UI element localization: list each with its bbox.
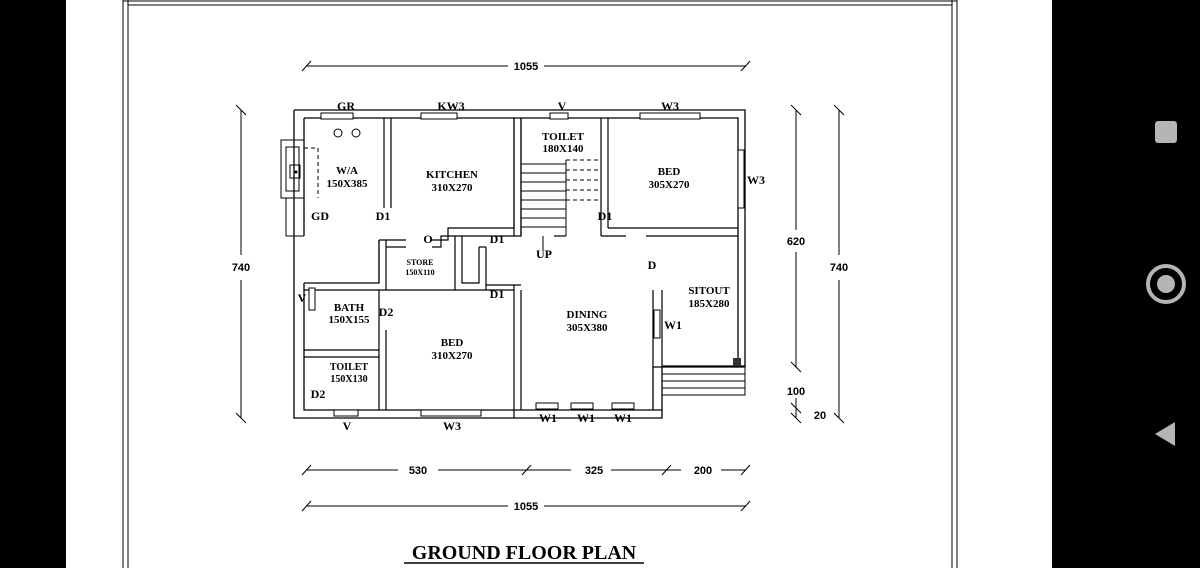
recent-apps-button[interactable] xyxy=(1144,110,1188,154)
label-w1-right: W1 xyxy=(664,318,682,332)
label-gr: GR xyxy=(337,99,355,113)
room-bed-bottom-size: 310X270 xyxy=(432,350,473,362)
room-dining-name: DINING xyxy=(567,309,608,321)
square-icon xyxy=(1155,121,1177,143)
room-store-size: 150X110 xyxy=(405,268,434,277)
room-store-name: STORE xyxy=(407,258,434,267)
label-up: UP xyxy=(536,247,552,261)
room-bed-top-size: 305X270 xyxy=(649,179,690,191)
room-sitout-size: 185X280 xyxy=(689,298,730,310)
label-d2-toilet: D2 xyxy=(311,387,326,401)
label-w3-top: W3 xyxy=(661,99,679,113)
room-bath-size: 150X155 xyxy=(329,314,370,326)
dim-bottom-seg2: 325 xyxy=(585,465,603,477)
room-toilet-bottom-name: TOILET xyxy=(330,362,368,373)
label-kw3: KW3 xyxy=(437,99,464,113)
floor-plan-drawing: 1055 740 620 740 100 20 530 325 200 1055… xyxy=(122,0,958,568)
label-w1-b: W1 xyxy=(577,411,595,425)
room-sitout-name: SITOUT xyxy=(688,285,730,297)
dim-bottom-seg3: 200 xyxy=(694,465,712,477)
label-gd: GD xyxy=(311,209,329,223)
label-d1-kitchen: D1 xyxy=(490,232,505,246)
sink-drain-icon xyxy=(294,170,298,174)
wash-fixtures-icon xyxy=(333,128,361,138)
label-v-bottom: V xyxy=(343,419,352,433)
dim-right-step2: 20 xyxy=(814,410,826,422)
dim-left-total: 740 xyxy=(232,262,250,274)
label-d2-bath: D2 xyxy=(379,305,394,319)
room-toilet-bottom-size: 150X130 xyxy=(330,374,367,385)
dim-bottom-total: 1055 xyxy=(514,501,538,513)
dimension-lines xyxy=(235,60,845,512)
room-kitchen-size: 310X270 xyxy=(432,182,473,194)
room-bath-name: BATH xyxy=(334,302,365,314)
room-toilet-top-size: 180X140 xyxy=(543,143,584,155)
drawing-viewer[interactable]: 1055 740 620 740 100 20 530 325 200 1055… xyxy=(66,0,1052,568)
room-dining-size: 305X380 xyxy=(567,322,608,334)
room-bed-top-name: BED xyxy=(658,166,681,178)
room-wa-name: W/A xyxy=(336,165,358,177)
home-button[interactable] xyxy=(1144,262,1188,306)
interior-walls xyxy=(304,118,738,418)
room-wa-size: 150X385 xyxy=(327,178,368,190)
label-w1-c: W1 xyxy=(614,411,632,425)
sheet-border xyxy=(122,0,958,568)
corner-column xyxy=(733,358,741,366)
android-nav-bar xyxy=(1128,0,1200,568)
dim-right-step1: 100 xyxy=(787,386,805,398)
circle-ring-icon xyxy=(1146,264,1186,304)
toilet-dashed-partition xyxy=(304,147,601,201)
label-w1-a: W1 xyxy=(539,411,557,425)
label-w3-right: W3 xyxy=(747,173,765,187)
plan-title: GROUND FLOOR PLAN xyxy=(412,542,637,564)
label-d-sitout: D xyxy=(648,258,657,272)
dim-top-total: 1055 xyxy=(514,61,538,73)
circle-dot-icon xyxy=(1157,275,1175,293)
windows xyxy=(308,112,745,417)
label-w3-bottom: W3 xyxy=(443,419,461,433)
label-d1-wa: D1 xyxy=(376,209,391,223)
wash-counter xyxy=(280,139,305,237)
dim-bottom-seg1: 530 xyxy=(409,465,427,477)
room-toilet-top-name: TOILET xyxy=(542,131,585,143)
staircase xyxy=(521,163,567,250)
label-d1-bed: D1 xyxy=(598,209,613,223)
back-button[interactable] xyxy=(1144,412,1188,456)
label-v-top: V xyxy=(558,99,567,113)
dim-right-total: 740 xyxy=(830,262,848,274)
room-kitchen-name: KITCHEN xyxy=(426,169,478,181)
dim-right-inner: 620 xyxy=(787,236,805,248)
sitout-steps xyxy=(661,366,746,396)
label-d1-dining: D1 xyxy=(490,287,505,301)
triangle-back-icon xyxy=(1155,422,1175,446)
label-v-left: V xyxy=(298,291,307,305)
room-bed-bottom-name: BED xyxy=(441,337,464,349)
label-o-mark: O xyxy=(423,232,432,246)
